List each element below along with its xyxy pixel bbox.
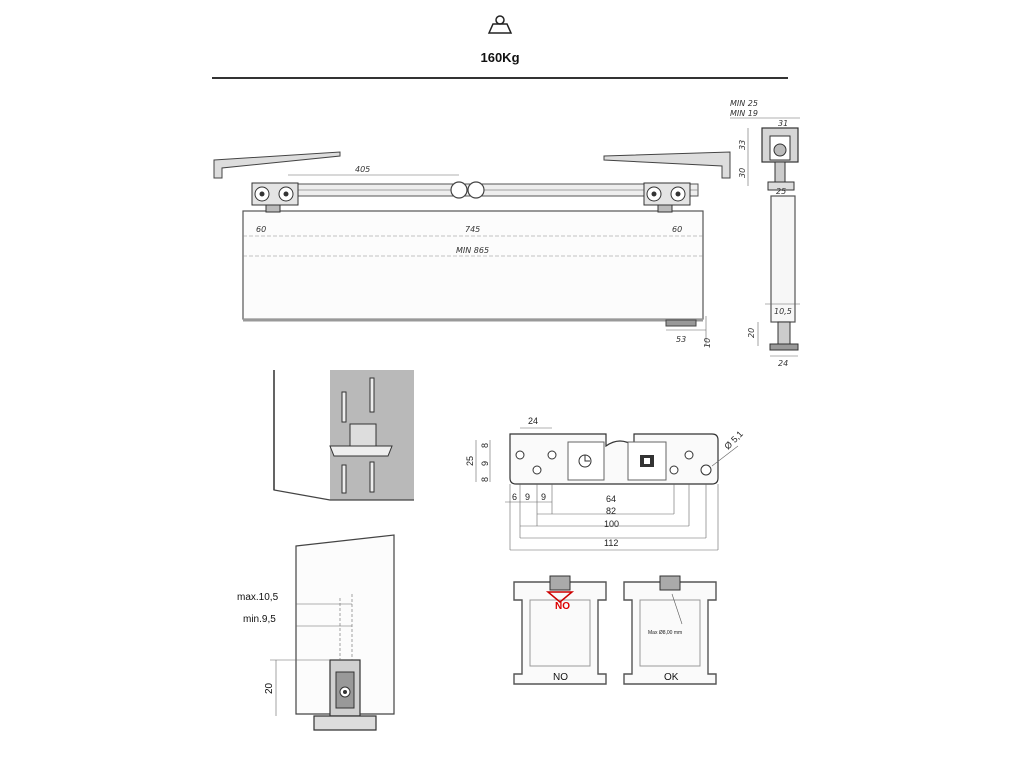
plate-dim-64: 64 — [606, 494, 616, 504]
plate-dim-hole: Ø 5,1 — [722, 429, 745, 452]
dim-53: 53 — [676, 335, 686, 344]
profile-ok-label: OK — [664, 672, 679, 683]
rotation-symbol-icon — [578, 454, 592, 468]
dim-60-left: 60 — [256, 225, 266, 234]
guide-max-label: max.10,5 — [237, 592, 279, 603]
profile-no-red: NO — [555, 601, 570, 612]
dim-min25: MIN 25 — [730, 99, 758, 108]
plate-dim-6: 6 — [512, 492, 517, 502]
guide-detail: max.10,5 min.9,5 20 — [237, 534, 395, 731]
profile-max-note: Max Ø8,00 mm — [648, 630, 682, 636]
plate-dim-9: 9 — [480, 461, 490, 466]
side-view: MIN 25 MIN 19 31 33 30 25 10,5 20 24 — [730, 99, 800, 368]
plate-dim-24: 24 — [528, 416, 538, 426]
profile-no: NO NO — [513, 575, 607, 685]
plate-dim-8a: 8 — [480, 443, 490, 448]
dim-25: 25 — [776, 187, 786, 196]
dim-24: 24 — [778, 359, 788, 368]
guide-min-label: min.9,5 — [243, 614, 276, 625]
install-illustration — [273, 370, 414, 501]
plate-dim-9a: 9 — [525, 492, 530, 502]
plate-dim-112: 112 — [604, 538, 618, 548]
plate-dim-82: 82 — [606, 506, 616, 516]
dim-31: 31 — [778, 119, 788, 128]
dim-745: 745 — [465, 225, 480, 234]
load-capacity: 160Kg — [480, 50, 520, 65]
bracket-plate: 24 8 9 8 25 Ø 5,1 6 9 9 64 82 — [465, 416, 745, 551]
plate-dim-8b: 8 — [480, 477, 490, 482]
dim-60-right: 60 — [672, 225, 682, 234]
dim-20: 20 — [747, 328, 756, 338]
plate-dim-9b: 9 — [541, 492, 546, 502]
dim-30: 30 — [738, 168, 747, 178]
dim-min19: MIN 19 — [730, 109, 758, 118]
weight-icon — [487, 15, 513, 34]
dim-min865: MIN 865 — [456, 246, 489, 255]
plate-dim-100: 100 — [604, 519, 619, 529]
dim-33: 33 — [738, 140, 747, 150]
profile-ok: Max Ø8,00 mm OK — [623, 575, 717, 685]
dim-405: 405 — [355, 165, 370, 174]
plate-dim-25: 25 — [465, 456, 475, 466]
dim-10: 10 — [703, 338, 712, 348]
h-symbol-icon — [640, 455, 654, 467]
front-view: 405 60 745 60 MIN 865 53 10 — [213, 151, 731, 348]
profile-no-label: NO — [553, 672, 568, 683]
guide-dim-20: 20 — [264, 682, 275, 694]
dim-105: 10,5 — [774, 307, 792, 316]
